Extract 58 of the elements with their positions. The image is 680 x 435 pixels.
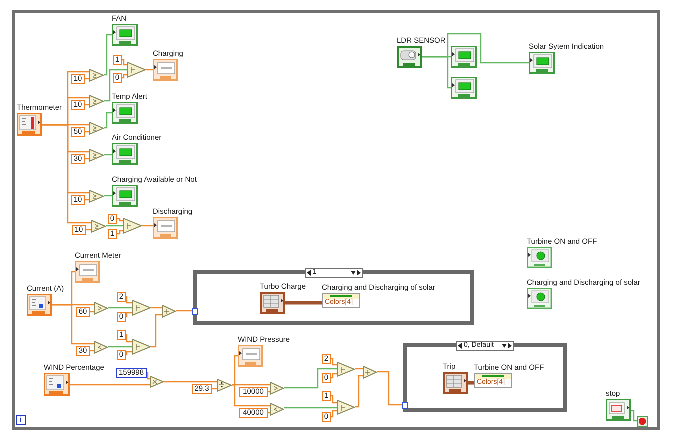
divide-icon — [217, 379, 232, 392]
wire — [126, 296, 132, 304]
while-loop-frame — [12, 10, 660, 430]
boolean-indicator-icon — [451, 77, 477, 99]
wire — [104, 112, 112, 129]
wire — [108, 346, 132, 348]
wire — [284, 407, 337, 409]
wire — [164, 381, 217, 383]
wire — [631, 410, 637, 422]
wire — [468, 381, 474, 385]
stop-sign-icon — [637, 416, 648, 427]
wire — [52, 304, 94, 345]
wire — [422, 33, 529, 64]
select-icon — [337, 362, 355, 377]
multiply-icon — [150, 376, 164, 388]
wire — [122, 59, 127, 66]
wire — [284, 368, 337, 389]
greater-or-equal-icon — [89, 122, 104, 135]
greater-or-equal-icon — [89, 95, 104, 108]
wire — [142, 225, 153, 227]
greater-or-equal-icon — [91, 220, 106, 233]
case-structure — [403, 343, 567, 412]
wire — [176, 310, 193, 312]
boolean-indicator-icon — [451, 46, 477, 68]
greater-than-icon — [270, 382, 284, 395]
select-icon — [127, 62, 146, 78]
add-icon — [162, 305, 176, 318]
wire — [70, 384, 150, 386]
greater-than-icon — [94, 302, 108, 315]
wire — [106, 225, 123, 227]
case-structure — [193, 270, 474, 325]
add-icon — [363, 366, 377, 379]
wire — [108, 307, 132, 309]
select-icon — [132, 300, 151, 316]
wire — [232, 384, 270, 407]
wire — [331, 395, 337, 404]
wire — [232, 355, 238, 386]
wire — [355, 375, 363, 408]
greater-or-equal-icon — [89, 190, 104, 203]
wire — [104, 34, 112, 76]
wire — [126, 334, 132, 343]
wire — [331, 358, 337, 366]
less-than-icon — [94, 341, 108, 354]
select-icon — [337, 400, 355, 415]
wire — [285, 301, 322, 305]
wire — [104, 69, 127, 102]
wire — [377, 371, 403, 406]
wire — [331, 410, 337, 418]
wire — [331, 373, 337, 379]
wire — [42, 124, 91, 224]
wire — [151, 314, 162, 348]
greater-or-equal-icon — [89, 69, 104, 82]
greater-or-equal-icon — [89, 149, 104, 162]
select-icon — [123, 218, 142, 234]
wire — [126, 312, 132, 318]
select-icon — [132, 339, 151, 355]
wire — [151, 307, 162, 309]
less-than-icon — [270, 403, 284, 416]
